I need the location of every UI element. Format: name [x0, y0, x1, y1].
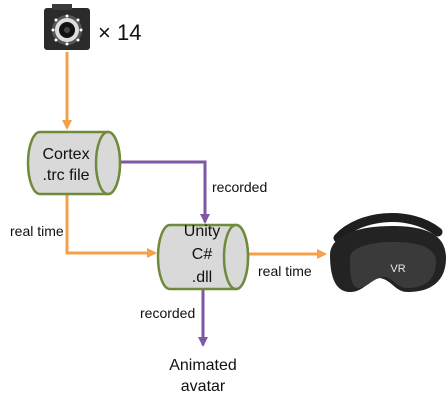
motion-capture-camera-icon	[44, 4, 90, 50]
label-realtime-left: real time	[10, 223, 64, 239]
unity-label-line1: Unity	[184, 223, 220, 240]
vr-headset-icon: VR	[330, 213, 446, 292]
camera-count: × 14	[98, 20, 141, 45]
avatar-label-line1: Animated	[169, 357, 237, 374]
cortex-label-line2: .trc file	[42, 167, 89, 184]
vr-headset-label: VR	[390, 263, 405, 275]
label-realtime-right: real time	[258, 263, 312, 279]
label-recorded-top: recorded	[212, 179, 267, 195]
label-recorded-bottom: recorded	[140, 305, 195, 321]
arrow-cortex-to-unity-realtime	[65, 195, 157, 258]
cortex-label-line1: Cortex	[42, 146, 89, 163]
unity-cylinder: Unity C# .dll	[156, 223, 250, 291]
unity-label-line2: C#	[192, 246, 213, 263]
unity-label-line3: .dll	[192, 269, 212, 286]
avatar-label-line2: avatar	[181, 378, 226, 395]
cortex-cylinder: Cortex .trc file	[26, 130, 122, 196]
arrow-cortex-to-unity-recorded	[118, 160, 210, 224]
